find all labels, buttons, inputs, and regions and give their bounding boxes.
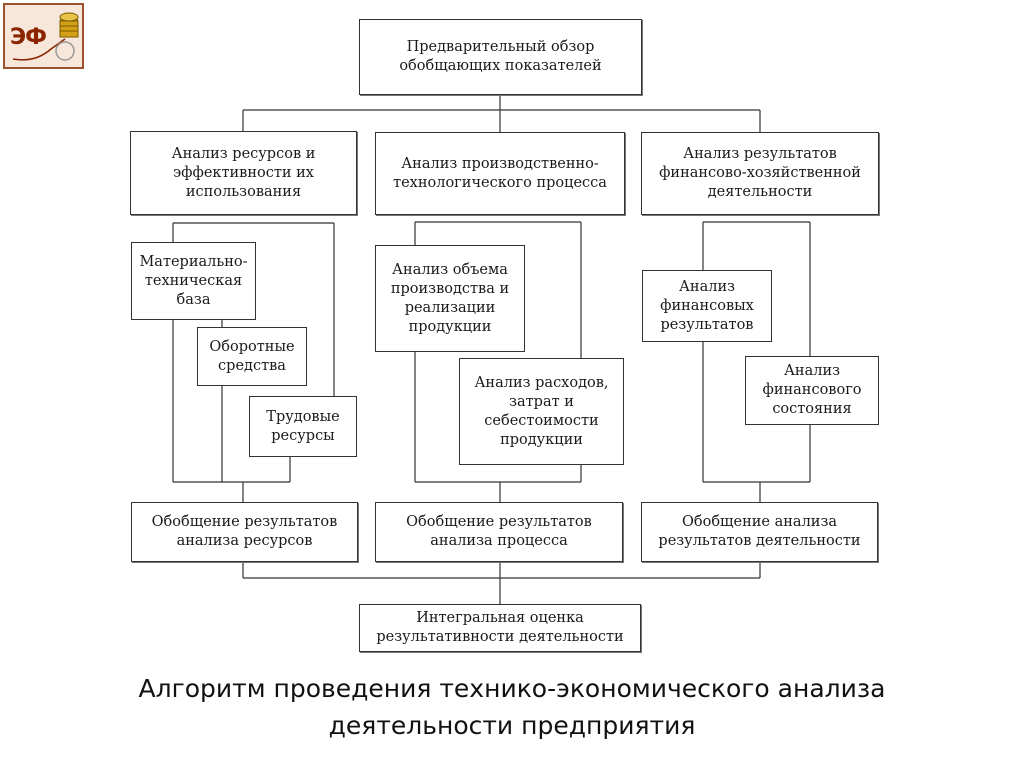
caption-line-2: деятельности предприятия	[328, 711, 696, 740]
box-resources-analysis: Анализ ресурсов и эффективности их испол…	[130, 131, 357, 215]
box-labor-resources: Трудовые ресурсы	[249, 396, 357, 457]
box-process-analysis: Анализ производственно- технологического…	[375, 132, 625, 215]
coin-stack-icon	[12, 12, 79, 61]
logo-text: ЭФ	[10, 25, 47, 50]
box-summary-results: Обобщение анализа результатов деятельнос…	[641, 502, 878, 562]
box-summary-resources: Обобщение результатов анализа ресурсов	[131, 502, 358, 562]
box-material-base: Материально- техническая база	[131, 242, 256, 320]
caption-line-1: Алгоритм проведения технико-экономическо…	[138, 674, 886, 703]
box-volume-analysis: Анализ объема производства и реализации …	[375, 245, 525, 352]
box-integral-assessment: Интегральная оценка результативности дея…	[359, 604, 641, 652]
box-financial-state: Анализ финансового состояния	[745, 356, 879, 425]
box-overview: Предварительный обзор обобщающих показат…	[359, 19, 642, 95]
logo: ЭФ	[3, 3, 84, 69]
box-working-capital: Оборотные средства	[197, 327, 307, 386]
box-summary-process: Обобщение результатов анализа процесса	[375, 502, 623, 562]
box-costs-analysis: Анализ расходов, затрат и себестоимости …	[459, 358, 624, 465]
slide-caption: Алгоритм проведения технико-экономическо…	[0, 670, 1024, 744]
box-financial-results: Анализ финансовых результатов	[642, 270, 772, 342]
box-results-analysis: Анализ результатов финансово-хозяйственн…	[641, 132, 879, 215]
